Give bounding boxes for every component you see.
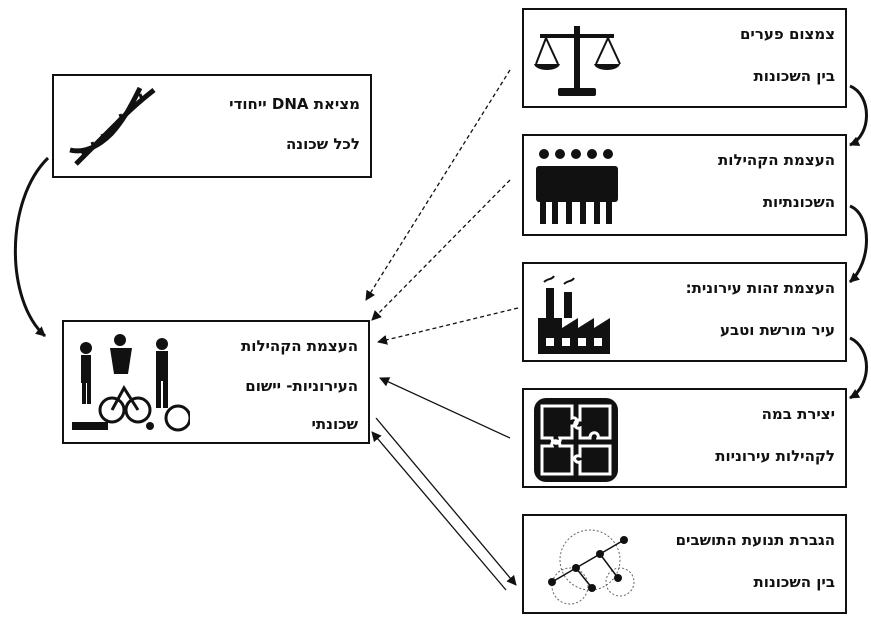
communities-line1: העצמת הקהילות <box>718 151 835 169</box>
dashed-arrow-identity <box>377 307 519 345</box>
main-line3: שכונתי <box>311 415 358 433</box>
identity-line2: עיר מורשת וטבע <box>719 321 835 339</box>
gaps-line1: צמצום פערים <box>739 25 835 43</box>
box-communities: העצמת הקהילות השכונתיות <box>522 134 847 236</box>
dna-helix-icon <box>66 84 161 174</box>
box-platform: יצירת במה לקהילות עירוניות <box>522 388 847 488</box>
balance-scale-icon <box>532 18 622 104</box>
box-mobility: הגברת תנועת התושבים בין השכונות <box>522 514 847 614</box>
mobility-line1: הגברת תנועת התושבים <box>675 531 835 549</box>
factory-icon <box>534 274 614 360</box>
dashed-arrow-communities <box>371 179 511 321</box>
box-main: העצמת הקהילות העירוניות- יישום שכונתי <box>62 320 370 444</box>
mobility-line2: בין השכונות <box>753 573 835 591</box>
platform-line1: יצירת במה <box>761 405 835 423</box>
identity-line1: העצמת זהות עירונית: <box>685 279 835 297</box>
dashed-arrow-gaps <box>365 69 511 301</box>
curve-connector-2 <box>848 204 868 284</box>
arrow-main-to-mobility <box>375 417 517 586</box>
curve-connector-3 <box>849 336 868 400</box>
dna-line1: מציאת DNA ייחודי <box>229 95 360 113</box>
curve-arrow-dna-to-main <box>13 156 50 338</box>
people-activities-icon <box>70 330 192 439</box>
box-dna: מציאת DNA ייחודי לכל שכונה <box>52 74 372 178</box>
box-gaps: צמצום פערים בין השכונות <box>522 8 847 108</box>
curve-connector-1 <box>849 84 868 147</box>
platform-line2: לקהילות עירוניות <box>715 447 835 465</box>
arrow-mobility-to-main <box>371 431 507 591</box>
main-line2: העירוניות- יישום <box>245 377 358 395</box>
puzzle-icon <box>534 398 618 486</box>
communities-line2: השכונתיות <box>762 193 835 211</box>
arrow-platform-to-main <box>379 377 511 439</box>
gaps-line2: בין השכונות <box>753 67 835 85</box>
network-icon <box>530 526 640 612</box>
box-identity: העצמת זהות עירונית: עיר מורשת וטבע <box>522 262 847 362</box>
crowd-icon <box>532 146 622 232</box>
dna-line2: לכל שכונה <box>286 135 360 153</box>
main-line1: העצמת הקהילות <box>241 337 358 355</box>
